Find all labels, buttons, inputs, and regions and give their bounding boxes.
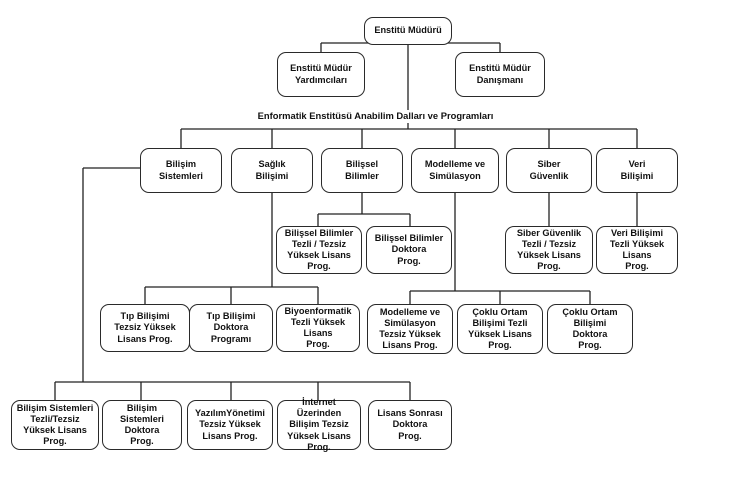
program-label: Bilişsel Bilimler Doktora Prog. bbox=[374, 233, 444, 266]
dept-veri-bilisimi: Veri Bilişimi bbox=[596, 148, 678, 193]
program-bilissel-doktora: Bilişsel Bilimler Doktora Prog. bbox=[366, 226, 452, 274]
program-bilisim-sistemleri-doktora: Bilişim Sistemleri Doktora Prog. bbox=[102, 400, 182, 450]
dept-bilissel-bilimler: Bilişsel Bilimler bbox=[321, 148, 403, 193]
program-label: Çoklu Ortam Bilişimi Doktora Prog. bbox=[562, 306, 618, 351]
dept-label: Bilişsel Bilimler bbox=[345, 159, 379, 181]
program-bilisim-sistemleri-yuksek-lisans: Bilişim Sistemleri Tezli/Tezsiz Yüksek L… bbox=[11, 400, 99, 450]
program-label: Tıp Bilişimi Doktora Programı bbox=[206, 311, 256, 344]
program-label: Lisans Sonrası Doktora Prog. bbox=[377, 408, 443, 441]
departments-heading: Enformatik Enstitüsü Anabilim Dalları ve… bbox=[257, 110, 494, 121]
program-label: Modelleme ve Simülasyon Tezsiz Yüksek Li… bbox=[379, 306, 441, 351]
program-siber-yuksek-lisans: Siber Güvenlik Tezli / Tezsiz Yüksek Lis… bbox=[505, 226, 593, 274]
program-label: YazılımYönetimi Tezsiz Yüksek Lisans Pro… bbox=[195, 408, 265, 441]
program-label: İnternet Üzerinden Bilişim Tezsiz Yüksek… bbox=[287, 396, 351, 452]
program-veri-yuksek-lisans: Veri Bilişimi Tezli Yüksek Lisans Prog. bbox=[596, 226, 678, 274]
program-tip-yuksek-lisans: Tıp Bilişimi Tezsiz Yüksek Lisans Prog. bbox=[100, 304, 190, 352]
dept-label: Modelleme ve Simülasyon bbox=[424, 159, 486, 181]
program-label: Bilişim Sistemleri Doktora Prog. bbox=[120, 402, 164, 447]
advisors-box: Enstitü Müdür Danışmanı bbox=[455, 52, 545, 97]
program-tip-doktora: Tıp Bilişimi Doktora Programı bbox=[189, 304, 273, 352]
program-label: Tıp Bilişimi Tezsiz Yüksek Lisans Prog. bbox=[114, 311, 176, 344]
program-label: Biyoenformatik Tezli Yüksek Lisans Prog. bbox=[284, 305, 352, 350]
program-internet-uzerinden-yuksek-lisans: İnternet Üzerinden Bilişim Tezsiz Yüksek… bbox=[277, 396, 361, 452]
program-bilissel-yuksek-lisans: Bilişsel Bilimler Tezli / Tezsiz Yüksek … bbox=[276, 226, 362, 274]
assistants-label: Enstitü Müdür Yardımcıları bbox=[290, 63, 352, 85]
dept-siber-guvenlik: Siber Güvenlik bbox=[506, 148, 592, 193]
dept-label: Bilişim Sistemleri bbox=[159, 159, 203, 181]
program-label: Veri Bilişimi Tezli Yüksek Lisans Prog. bbox=[609, 227, 665, 272]
program-label: Bilişim Sistemleri Tezli/Tezsiz Yüksek L… bbox=[16, 402, 94, 447]
program-label: Çoklu Ortam Bilişimi Tezli Yüksek Lisans… bbox=[468, 306, 532, 351]
advisors-label: Enstitü Müdür Danışmanı bbox=[469, 63, 531, 85]
program-modelleme-yuksek-lisans: Modelleme ve Simülasyon Tezsiz Yüksek Li… bbox=[367, 304, 453, 354]
program-yazilim-yonetimi-yuksek-lisans: YazılımYönetimi Tezsiz Yüksek Lisans Pro… bbox=[187, 400, 273, 450]
program-coklu-ortam-doktora: Çoklu Ortam Bilişimi Doktora Prog. bbox=[547, 304, 633, 354]
dept-modelleme-simulasyon: Modelleme ve Simülasyon bbox=[411, 148, 499, 193]
program-label: Siber Güvenlik Tezli / Tezsiz Yüksek Lis… bbox=[516, 227, 582, 272]
dept-label: Siber Güvenlik bbox=[529, 159, 569, 181]
program-biyoenformatik-yuksek-lisans: Biyoenformatik Tezli Yüksek Lisans Prog. bbox=[276, 304, 360, 352]
assistants-box: Enstitü Müdür Yardımcıları bbox=[277, 52, 365, 97]
program-coklu-ortam-yuksek-lisans: Çoklu Ortam Bilişimi Tezli Yüksek Lisans… bbox=[457, 304, 543, 354]
dept-bilisim-sistemleri: Bilişim Sistemleri bbox=[140, 148, 222, 193]
director-box: Enstitü Müdürü bbox=[364, 17, 452, 45]
dept-label: Sağlık Bilişimi bbox=[255, 159, 289, 181]
director-label: Enstitü Müdürü bbox=[374, 25, 442, 36]
dept-saglik-bilisimi: Sağlık Bilişimi bbox=[231, 148, 313, 193]
program-label: Bilişsel Bilimler Tezli / Tezsiz Yüksek … bbox=[284, 227, 354, 272]
program-lisans-sonrasi-doktora: Lisans Sonrası Doktora Prog. bbox=[368, 400, 452, 450]
dept-label: Veri Bilişimi bbox=[620, 159, 654, 181]
